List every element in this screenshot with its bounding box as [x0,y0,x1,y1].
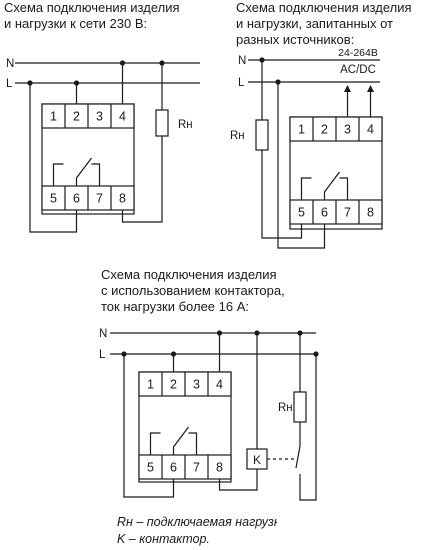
d3-neutral-label: N [99,328,107,340]
d3-node-l-right [313,351,319,357]
diagram1-caption-line1: Схема подключения изделия [4,0,180,15]
d2-load-resistor [255,119,269,151]
d1-node-l [73,80,80,86]
d2-contact-switch [323,171,340,200]
d3-terminal-8: 8 [216,461,223,475]
d3-terminal-4: 4 [216,378,223,392]
d2-neutral-label: N [238,55,246,67]
d1-node-n [119,60,126,66]
diagram1-caption: Схема подключения изделия и нагрузки к с… [4,0,204,32]
diagram3-caption-line3: ток нагрузки более 16 А: [101,299,249,314]
d1-contact-nc [52,163,64,186]
legend-contactor-line: K – контактор. [117,532,210,546]
d3-load-resistor [293,391,307,423]
d3-terminal-2: 2 [170,378,177,392]
d3-contact-nc [149,432,161,455]
d2-terminal-7: 7 [344,206,351,220]
d2-supply-type-label: AC/DC [340,64,376,76]
d1-load-label: Rн [178,119,193,131]
d1-load-node [159,60,165,66]
d1-load-return-wire [121,136,163,223]
d2-wire-l-t6 [277,82,326,249]
d1-terminal-6: 6 [73,192,80,206]
legend: Rн – подключаемая нагрузка, K – контакто… [117,514,277,548]
d3-contactor-return-wire [299,354,317,501]
d3-node-l [170,351,177,357]
d3-wire-l-t6 [123,354,175,498]
d3-terminal-6: 6 [170,461,177,475]
d3-terminal-5: 5 [147,461,154,475]
d3-contactor-label: K [253,453,261,467]
d2-terminal-4: 4 [367,123,374,137]
d1-terminal-3: 3 [96,110,103,124]
diagram2-caption: Схема подключения изделия и нагрузки, за… [236,0,432,48]
d1-neutral-label: N [6,58,14,70]
d2-terminal-3: 3 [344,123,351,137]
d1-node-l-loop [27,80,33,86]
d3-coil-node [254,330,260,336]
d2-node-l [275,79,281,85]
diagram3-caption-line1: Схема подключения изделия [101,267,277,282]
d2-load-return-wire [261,150,303,239]
legend-load-line: Rн – подключаемая нагрузка, [117,515,277,529]
d2-contact-nc [300,177,312,200]
d2-supply-voltage-label: 24-264В [338,47,378,59]
d3-terminal-1: 1 [147,378,154,392]
d3-node-l-loop [121,351,127,357]
d3-contact-switch [172,426,189,455]
d1-contact-no [91,163,101,186]
d2-load-label: Rн [230,130,245,142]
d3-contactor-contact [295,445,301,469]
d2-terminal-1: 1 [298,123,305,137]
d3-terminal-3: 3 [193,378,200,392]
d2-terminal-5: 5 [298,206,305,220]
d2-load-node [259,57,265,63]
d1-terminal-4: 4 [119,110,126,124]
d1-wire-l-t6 [29,83,78,233]
d1-line-label: L [6,78,13,90]
d2-line-label: L [238,77,245,89]
d2-terminal-2: 2 [321,123,328,137]
d2-contact-no [339,177,349,200]
d3-load-node [297,330,303,336]
d3-load-label: Rн [278,402,293,414]
diagram2-caption-line2: и нагрузки, запитанных от [236,16,393,31]
diagram2-caption-line1: Схема подключения изделия [236,0,412,15]
d1-terminal-2: 2 [73,110,80,124]
d3-terminal-7: 7 [193,461,200,475]
d3-coil-return-wire [218,469,258,491]
d1-terminal-1: 1 [50,110,57,124]
d1-terminal-8: 8 [119,192,126,206]
diagram1-caption-line2: и нагрузки к сети 230 В: [4,16,148,31]
d1-load-resistor [155,109,169,137]
d1-terminal-7: 7 [96,192,103,206]
d3-line-label: L [99,349,106,361]
d2-terminal-6: 6 [321,206,328,220]
d3-node-n [216,330,223,336]
d3-contact-no [188,432,198,455]
d2-supply-arrow-t3 [344,85,351,92]
d2-terminal-8: 8 [367,206,374,220]
d1-terminal-5: 5 [50,192,57,206]
diagram3-caption: Схема подключения изделия с использовани… [101,267,311,315]
d1-contact-switch [75,157,92,186]
diagram3-caption-line2: с использованием контактора, [101,283,285,298]
diagram2-caption-line3: разных источников: [236,32,355,47]
d2-supply-arrow-t4 [367,85,374,92]
